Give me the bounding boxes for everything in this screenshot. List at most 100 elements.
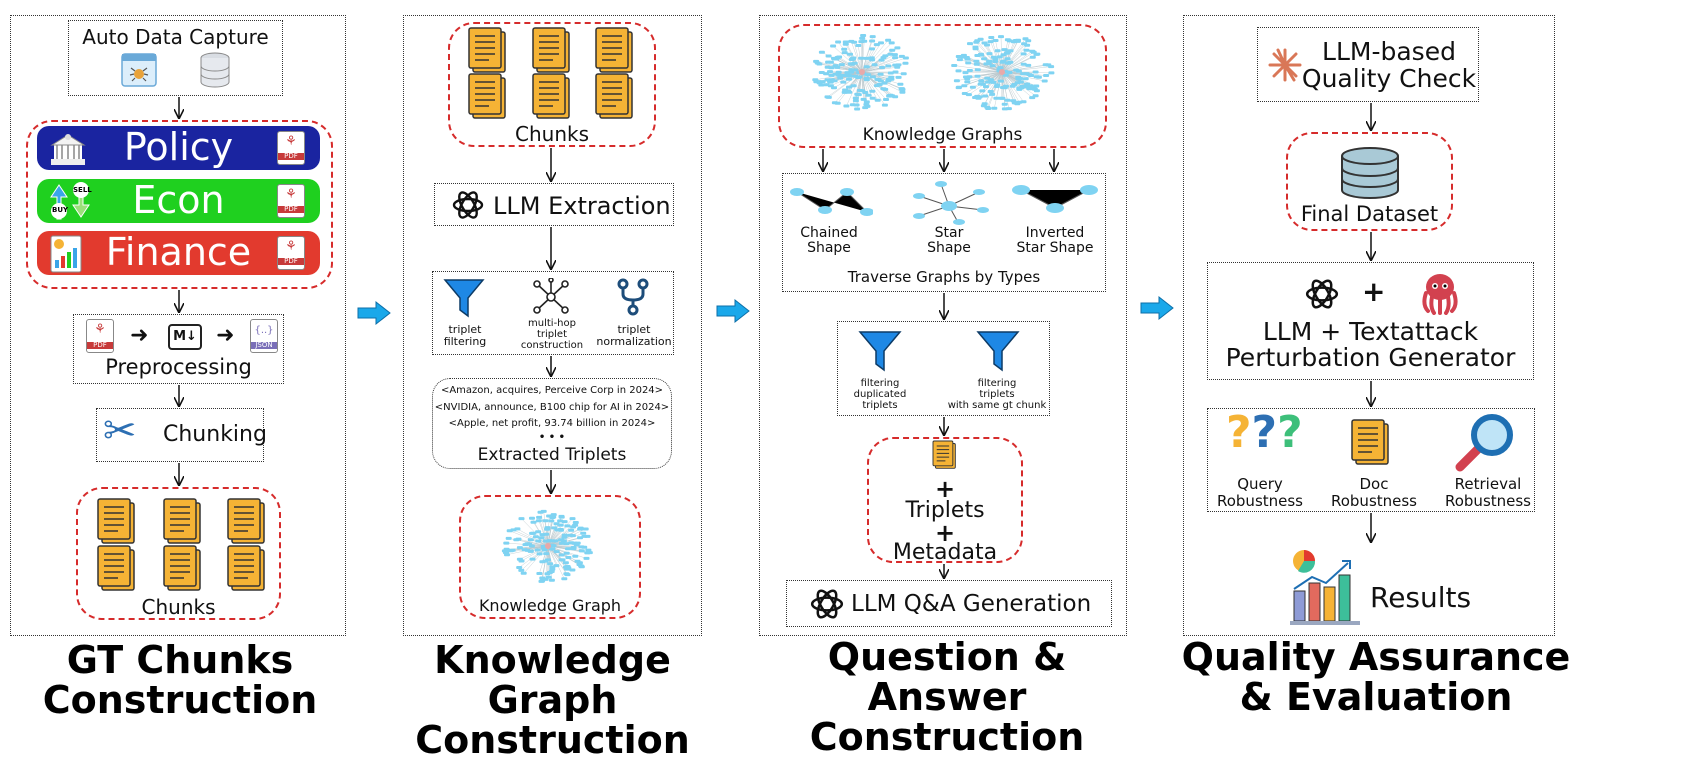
panel2-title-line2: Construction — [415, 718, 690, 762]
pdf-icon: PDF ⚘ — [277, 236, 305, 270]
octopus-icon — [1422, 274, 1458, 315]
chunks-group-1: Chunks — [76, 487, 281, 620]
preprocessing-label: Preprocessing — [105, 355, 252, 379]
openai-icon — [810, 589, 844, 619]
sources-group — [26, 120, 333, 289]
extracted-triplets-box: <Amazon, acquires, Perceive Corp in 2024… — [432, 378, 672, 469]
extracted-triplets-label: Extracted Triplets — [477, 445, 627, 465]
pdf-icon: PDF ⚘ — [277, 131, 305, 165]
chained-shape-icon — [790, 188, 873, 216]
json-glyph: {..} — [254, 325, 274, 336]
triplet-example-2: <NVIDIA, announce, B100 chip for AI in 2… — [434, 402, 670, 413]
buy-label: BUY — [52, 206, 69, 214]
metadata-label: Metadata — [892, 540, 998, 565]
panel4-title: Quality Assurance & Evaluation — [1180, 637, 1572, 717]
qa-generation-box: LLM Q&A Generation — [786, 580, 1112, 627]
final-dataset-group: Final Dataset — [1286, 132, 1453, 231]
arrow-right-icon: ➜ — [216, 323, 235, 348]
perturbation-generator-box: + LLM + Textattack Perturbation Generato… — [1207, 262, 1534, 380]
triplets-metadata-group: + Triplets + Metadata — [867, 437, 1023, 565]
econ-label: Econ — [132, 178, 225, 222]
panel3-title: Question & Answer Construction — [752, 637, 1142, 757]
panel2-title: Knowledge Graph Construction — [395, 640, 710, 760]
panel4-title-line2: & Evaluation — [1239, 675, 1513, 719]
plus-sign: + — [934, 519, 956, 547]
panel-knowledge-graph — [403, 15, 702, 636]
chunking-box: ✂ Chunking — [96, 408, 267, 462]
chunks-label: Chunks — [141, 595, 216, 619]
flow-arrow-icon — [1140, 296, 1174, 320]
network-icon — [533, 278, 569, 314]
generator-line2: Perturbation Generator — [1225, 343, 1516, 372]
pdf-badge: PDF — [278, 258, 304, 265]
filter-icon — [858, 331, 902, 372]
json-badge: JSON — [251, 342, 277, 349]
arrow-right-icon: ➜ — [130, 323, 149, 348]
auto-data-capture-box: Auto Data Capture — [68, 20, 283, 96]
knowledge-graphs-label: Knowledge Graphs — [862, 125, 1023, 145]
knowledge-graph-label: Knowledge Graph — [478, 596, 622, 615]
panel3-title-line2: Construction — [809, 715, 1085, 759]
panel4-title-line1: Quality Assurance — [1181, 635, 1571, 679]
buy-sell-icon — [50, 182, 90, 220]
auto-data-capture-label: Auto Data Capture — [82, 25, 269, 49]
finance-label: Finance — [105, 230, 252, 274]
finance-report-icon — [50, 235, 82, 273]
sell-label: SELL — [73, 186, 92, 194]
database-icon — [1341, 147, 1399, 199]
government-building-icon — [50, 134, 86, 165]
filter-icon — [976, 331, 1020, 372]
quality-check-line2: Quality Check — [1301, 64, 1477, 93]
pdf-badge: PDF — [87, 342, 113, 349]
plus-sign: + — [934, 475, 956, 503]
llm-extraction-box: LLM Extraction — [434, 183, 674, 226]
panel-gt-chunks — [10, 15, 346, 636]
knowledge-graph-group: Knowledge Graph — [459, 495, 641, 619]
pdf-glyph: ⚘ — [285, 187, 297, 202]
ellipsis: • • • — [538, 432, 566, 443]
star-shape-icon — [913, 181, 989, 225]
panel1-title-line2: Construction — [42, 678, 318, 722]
panel3-title-line1: Question & Answer — [827, 635, 1067, 719]
generator-line1: LLM + Textattack — [1262, 317, 1479, 346]
inverted-star-shape-icon — [1012, 185, 1098, 213]
pdf-glyph: ⚘ — [285, 239, 297, 254]
claude-spark-icon — [1268, 48, 1302, 82]
chunks-label: Chunks — [515, 122, 589, 146]
flow-arrow-icon — [357, 301, 391, 325]
results-chart-icon — [1290, 550, 1360, 625]
finance-bar: Finance PDF ⚘ — [37, 231, 320, 275]
panel2-title-line1: Knowledge Graph — [434, 638, 671, 722]
scissors-icon: ✂ — [103, 408, 137, 454]
openai-icon — [452, 191, 484, 219]
policy-label: Policy — [123, 125, 234, 169]
web-crawler-icon — [121, 53, 157, 87]
pdf-file-icon: PDF ⚘ — [86, 319, 114, 353]
traverse-label: Traverse Graphs by Types — [847, 268, 1041, 286]
question-marks-icon: ??? — [1226, 407, 1303, 458]
pdf-icon: PDF ⚘ — [277, 184, 305, 218]
llm-extraction-label: LLM Extraction — [493, 192, 671, 220]
final-dataset-label: Final Dataset — [1300, 202, 1439, 226]
plus-sign: + — [1362, 275, 1386, 308]
json-file-icon: JSON {..} — [250, 319, 278, 353]
database-icon — [200, 52, 230, 88]
pdf-glyph: ⚘ — [285, 134, 297, 149]
filter-icon — [443, 279, 485, 318]
merge-icon — [617, 278, 649, 316]
panel-quality — [1183, 15, 1555, 636]
preprocessing-box: PDF ⚘ ➜ M↓ ➜ JSON {..} Preprocessing — [73, 314, 284, 384]
